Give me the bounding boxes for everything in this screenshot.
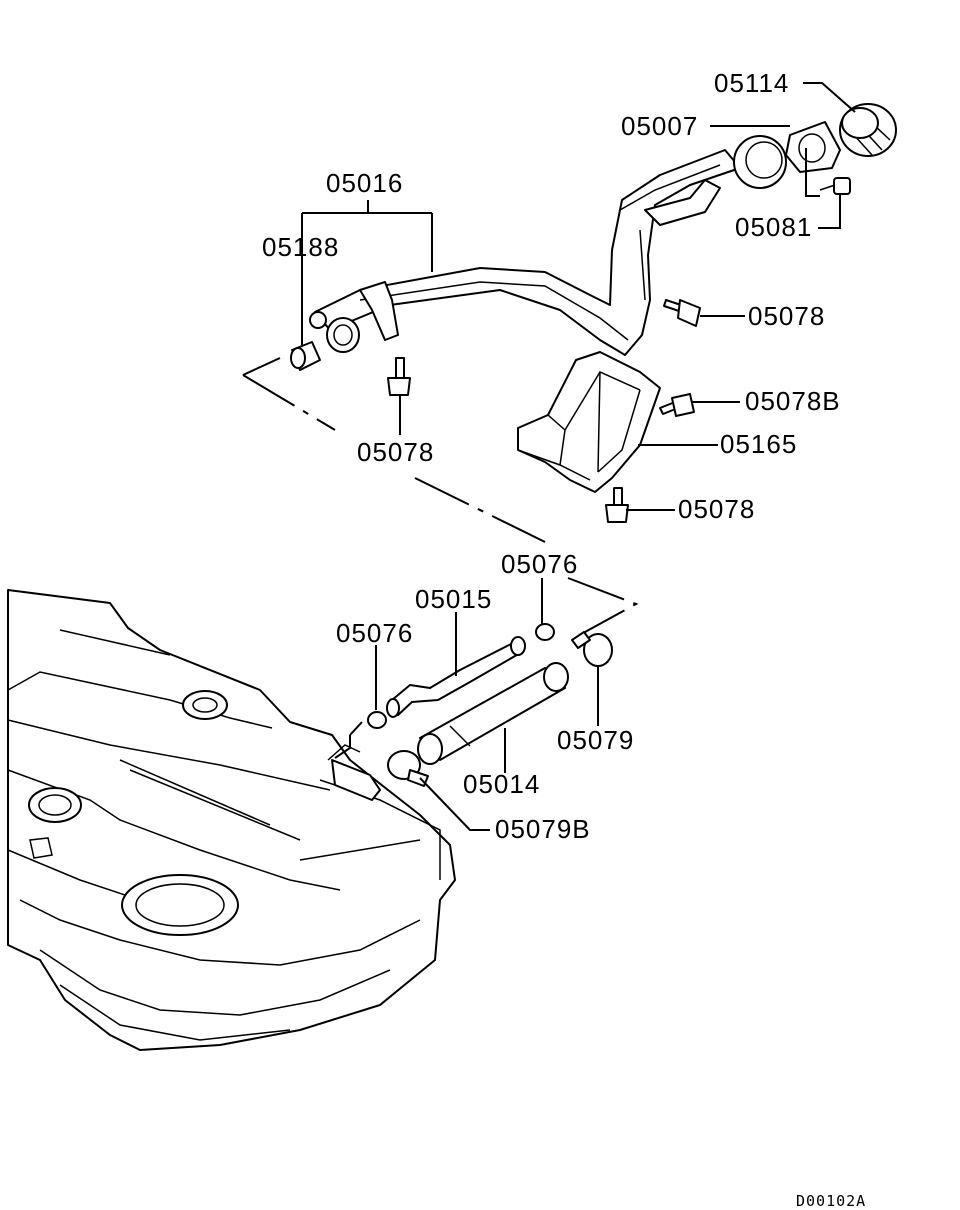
- label-05079B: 05079B: [495, 814, 591, 844]
- bolt-05078-left[interactable]: [387, 357, 411, 396]
- label-05076-top: 05076: [501, 549, 578, 579]
- clamp-05076-top[interactable]: [535, 623, 555, 641]
- fuel-tank[interactable]: [7, 589, 456, 1051]
- filler-hose[interactable]: [417, 662, 569, 765]
- bush-05188[interactable]: [290, 341, 321, 371]
- clamp-05076-left[interactable]: [367, 711, 387, 729]
- label-05078-left: 05078: [357, 437, 434, 467]
- bolt-05078-right[interactable]: [663, 299, 701, 327]
- alignment-lines: [242, 357, 639, 759]
- leader-lines: [301, 82, 856, 831]
- label-05076-left: 05076: [336, 618, 413, 648]
- clamp-05079[interactable]: [571, 631, 613, 667]
- label-05015: 05015: [415, 584, 492, 614]
- label-05014: 05014: [463, 769, 540, 799]
- part-labels: 05114 05007 05016 05188 05081 05078 0507…: [262, 68, 866, 1210]
- label-05081: 05081: [735, 212, 812, 242]
- label-05079: 05079: [557, 725, 634, 755]
- label-05114: 05114: [714, 68, 789, 98]
- drawing-code: D00102A: [796, 1192, 866, 1210]
- bracket-05165[interactable]: [517, 351, 661, 493]
- filler-pipe[interactable]: [309, 135, 787, 356]
- bolt-05078-lower[interactable]: [605, 487, 629, 523]
- label-05007: 05007: [621, 111, 698, 141]
- label-05078B: 05078B: [745, 386, 841, 416]
- screw-05081[interactable]: [819, 177, 851, 195]
- label-05078-right: 05078: [748, 301, 825, 331]
- fuel-cap[interactable]: [839, 103, 897, 157]
- label-05016: 05016: [326, 168, 403, 198]
- bolt-05078B[interactable]: [659, 393, 695, 417]
- label-05165: 05165: [720, 429, 797, 459]
- label-05078-lower: 05078: [678, 494, 755, 524]
- gasket[interactable]: [785, 121, 841, 173]
- breather-hose[interactable]: [386, 636, 526, 718]
- label-05188: 05188: [262, 232, 339, 262]
